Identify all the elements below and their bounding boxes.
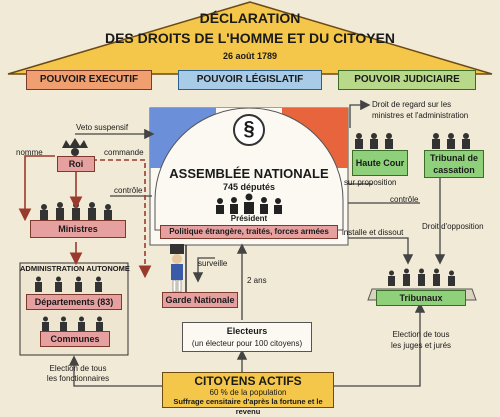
declaration-date: 26 août 1789 <box>222 51 278 61</box>
veto-label: Veto suspensif <box>76 123 129 132</box>
law-symbol-circle <box>233 114 265 146</box>
departments-box: Départements (83) <box>26 294 122 310</box>
officials-election-line2: les fonctionnaires <box>46 374 110 383</box>
oversight-arrow <box>349 99 371 128</box>
judges-election-line1: Election de tous <box>392 330 450 339</box>
appoints-label: nomme <box>16 148 43 157</box>
admin-title: ADMINISTRATION AUTONOME <box>20 264 130 273</box>
citizens-admin-arrow <box>68 355 162 387</box>
assembly-name: ASSEMBLÉE NATIONALE <box>169 166 329 181</box>
citizens-title: CITOYENS ACTIFS <box>194 374 302 388</box>
commands-label: commande <box>104 148 144 157</box>
deputies-icons <box>216 193 282 214</box>
assembly-president: Président <box>230 214 268 223</box>
assembly-members: 745 députés <box>222 182 276 192</box>
electors-ratio: (un électeur pour 100 citoyens) <box>191 339 303 348</box>
appoints-arrow <box>18 155 55 222</box>
assembly-dome <box>154 107 344 231</box>
cassation-icons <box>432 133 470 149</box>
assembly-domain: Politique étrangère, traités, forces arm… <box>160 225 338 239</box>
legislative-power-banner: POUVOIR LÉGISLATIF <box>178 70 322 90</box>
cassation-control-label: contrôle <box>390 195 419 204</box>
law-symbol: § <box>243 118 255 140</box>
communes-icons <box>42 316 103 331</box>
national-guard-box: Garde Nationale <box>162 292 238 308</box>
oversight-line1: Droit de regard sur les <box>372 100 452 109</box>
tribunals-icons <box>388 268 455 286</box>
active-citizens-box: CITOYENS ACTIFS 60 % de la population Su… <box>162 372 334 416</box>
high-court-box: Haute Cour <box>352 150 408 176</box>
cassation-line1: Tribunal de <box>429 153 478 163</box>
ministers-control-label: contrôle <box>114 186 143 195</box>
term-label: 2 ans <box>247 276 267 285</box>
tribunals-box: Tribunaux <box>376 290 466 306</box>
high-court-icons <box>355 133 393 149</box>
surveille-arrow <box>192 257 215 283</box>
title-line2: DES DROITS DE L'HOMME ET DU CITOYEN <box>104 30 396 46</box>
title-line1: DÉCLARATION <box>199 10 301 26</box>
ministers-box: Ministres <box>30 220 126 238</box>
electors-box: Electeurs (un électeur pour 100 citoyens… <box>182 322 312 352</box>
on-proposal-label: sur proposition <box>344 178 397 187</box>
citizens-tribunals-arrow <box>333 302 426 387</box>
officials-election-line1: Election de tous <box>49 364 107 373</box>
cassation-box: Tribunal de cassation <box>424 150 484 178</box>
oversight-line2: ministres et l'administration <box>372 111 469 120</box>
executive-power-banner: POUVOIR EXECUTIF <box>26 70 152 90</box>
judicial-power-banner: POUVOIR JUDICIAIRE <box>338 70 476 90</box>
cassation-line2: cassation <box>433 165 475 175</box>
electors-title: Electeurs <box>226 326 268 336</box>
commands-arrow <box>92 159 152 279</box>
surveille-label: surveille <box>198 259 228 268</box>
departments-icons <box>35 276 102 292</box>
citizens-suffrage: Suffrage censitaire d'après la fortune e… <box>173 397 323 416</box>
opposition-label: Droit d'opposition <box>422 222 484 231</box>
national-guard-icon <box>170 244 187 293</box>
citizens-share: 60 % de la population <box>209 388 287 397</box>
installs-label: installe et dissout <box>342 228 404 237</box>
communes-box: Communes <box>40 331 110 347</box>
installs-arrow <box>348 237 414 265</box>
king-icon <box>62 138 88 156</box>
king-box: Roi <box>57 156 95 172</box>
judges-election-line2: les juges et jurés <box>390 341 452 350</box>
